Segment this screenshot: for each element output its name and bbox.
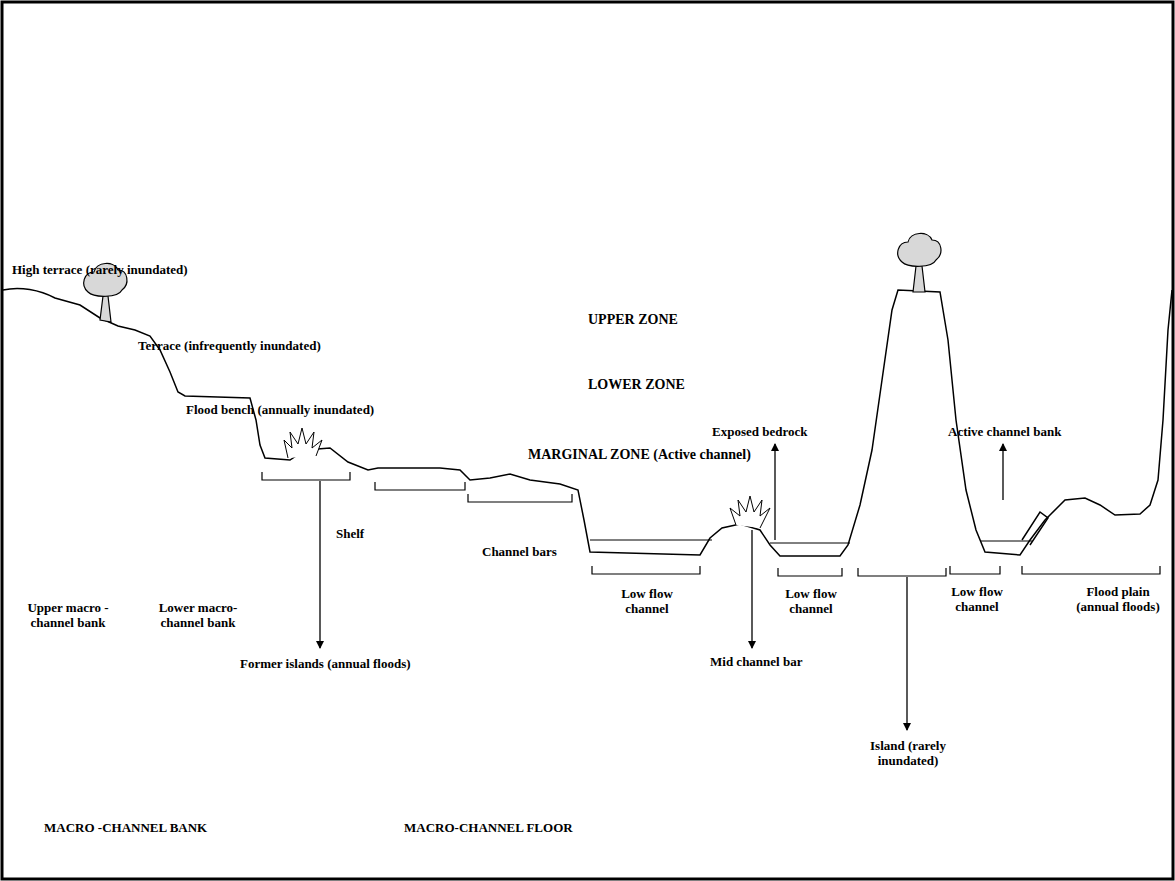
zone-label: LOWER ZONE [588, 377, 685, 392]
part-label: Upper macro - channel bank [20, 600, 116, 630]
leader-arrow [320, 444, 1003, 730]
zone-label: MARGINAL ZONE (Active channel) [528, 447, 751, 462]
part-label: Flood plain (annual floods) [1070, 584, 1166, 614]
part-label: Active channel bank [948, 424, 1061, 439]
bracket [262, 472, 1160, 576]
part-label: Mid channel bar [710, 654, 802, 669]
tree [84, 233, 941, 322]
part-label: Low flow channel [942, 584, 1012, 614]
part-label: MACRO-CHANNEL FLOOR [404, 820, 573, 835]
part-label: Flood bench (annually inundated) [186, 402, 374, 417]
part-label: Island (rarely inundated) [862, 738, 954, 768]
active-bank [1022, 512, 1048, 545]
part-label: Low flow channel [612, 586, 682, 616]
part-label: Former islands (annual floods) [240, 656, 411, 671]
part-label: Lower macro- channel bank [150, 600, 246, 630]
zone-label: UPPER ZONE [588, 312, 678, 327]
part-label: MACRO -CHANNEL BANK [44, 820, 207, 835]
part-label: Channel bars [482, 544, 557, 559]
water-level [590, 540, 1032, 543]
part-label: Low flow channel [776, 586, 846, 616]
part-label: High terrace (rarely inundated) [12, 262, 188, 277]
bush [284, 428, 770, 528]
channel-profile [3, 288, 1172, 556]
part-label: Exposed bedrock [712, 424, 807, 439]
part-label: Shelf [336, 526, 364, 541]
part-label: Terrace (infrequently inundated) [138, 338, 321, 353]
